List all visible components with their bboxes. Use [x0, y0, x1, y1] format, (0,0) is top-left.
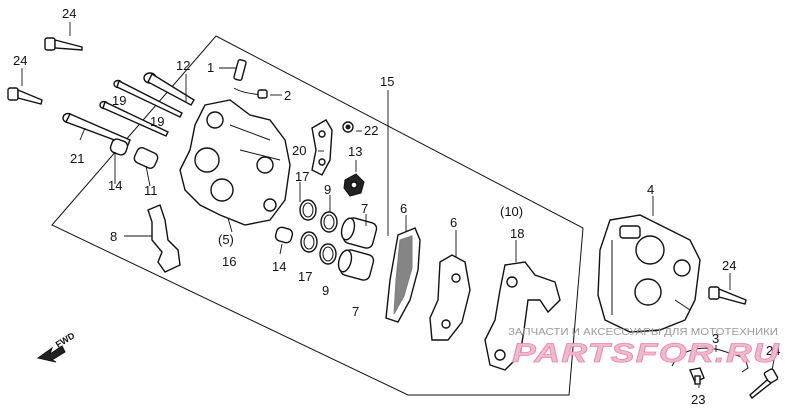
callout-6-left: 6 — [400, 201, 407, 216]
bracket-8 — [147, 204, 181, 273]
pin-12 — [143, 72, 195, 106]
callout-9-upper: 9 — [324, 182, 331, 197]
callout-6-right: 6 — [450, 215, 457, 230]
callout-5: (5) — [218, 232, 234, 247]
callout-23: 23 — [691, 392, 705, 407]
callout-17-upper: 17 — [295, 169, 309, 184]
callout-18: 18 — [510, 226, 524, 241]
retainer-20 — [311, 119, 333, 176]
callout-24-top: 24 — [62, 6, 76, 21]
boot-11 — [133, 147, 159, 169]
callout-20: 20 — [292, 143, 306, 158]
bolt-24-right-upper — [708, 286, 747, 305]
watermark: ЗАПЧАСТИ И АКСЕССУАРЫ ДЛЯ МОТОТЕХНИКИ PA… — [508, 327, 781, 368]
pin-19-lower — [99, 100, 169, 137]
callout-12: 12 — [176, 58, 190, 73]
callout-19-upper: 19 — [112, 93, 126, 108]
callout-14-upper: 14 — [108, 178, 122, 193]
hose-clip-3 — [671, 347, 749, 373]
assembly-frame — [51, 35, 584, 396]
bleeder-cap-2 — [233, 87, 268, 99]
pin-19-upper — [113, 79, 183, 118]
brake-pad-6-right — [429, 254, 471, 341]
bolt-24-top — [44, 37, 83, 51]
caliper-bracket-18 — [484, 261, 561, 371]
callout-24-right-lower: 24 — [766, 343, 780, 358]
callout-2: 2 — [284, 88, 291, 103]
callout-4: 4 — [647, 182, 654, 197]
brake-pad-6-left — [385, 227, 421, 323]
callout-7-upper: 7 — [361, 201, 368, 216]
seal-9-lower — [319, 243, 337, 265]
caliper-body — [179, 99, 291, 226]
bleeder-screw-1 — [233, 59, 247, 81]
pin-13 — [343, 173, 365, 197]
seal-9-upper — [320, 211, 338, 233]
callout-10: (10) — [500, 204, 523, 219]
callout-16: 16 — [222, 254, 236, 269]
callout-14-lower: 14 — [272, 259, 286, 274]
leader-lines — [21, 22, 776, 388]
callout-labels: 24 24 12 1 2 15 19 19 22 20 13 21 17 14 … — [13, 6, 780, 407]
seal-17-upper — [299, 199, 317, 221]
callout-3: 3 — [712, 331, 719, 346]
bushing-14-lower — [274, 226, 294, 244]
callout-21: 21 — [70, 151, 84, 166]
callout-15: 15 — [380, 74, 394, 89]
bolt-24-right-lower — [749, 368, 779, 400]
callout-11: 11 — [144, 183, 158, 198]
watermark-logo: PARTSFOR.RU — [512, 338, 781, 368]
callout-1: 1 — [207, 60, 214, 75]
forward-direction-arrow: FWD — [36, 330, 77, 363]
fwd-label: FWD — [54, 330, 77, 350]
callout-8: 8 — [110, 229, 117, 244]
bushing-14-upper — [109, 138, 129, 156]
callout-24-left: 24 — [13, 53, 27, 68]
watermark-caption: ЗАПЧАСТИ И АКСЕССУАРЫ ДЛЯ МОТОТЕХНИКИ — [508, 327, 778, 338]
callout-9-lower: 9 — [322, 283, 329, 298]
callout-19-lower: 19 — [150, 114, 164, 129]
piston-7-upper — [340, 217, 378, 249]
callout-17-lower: 17 — [298, 269, 312, 284]
caliper-assembly-4 — [597, 214, 701, 333]
callout-24-right-upper: 24 — [722, 258, 736, 273]
bolt-23 — [689, 367, 705, 385]
piston-7-lower — [337, 249, 375, 281]
callout-22: 22 — [364, 123, 378, 138]
seal-17-lower — [300, 231, 318, 253]
bolt-24-left — [7, 87, 43, 105]
plug-22 — [342, 121, 354, 133]
callout-7-lower: 7 — [352, 304, 359, 319]
callout-13: 13 — [348, 144, 362, 159]
